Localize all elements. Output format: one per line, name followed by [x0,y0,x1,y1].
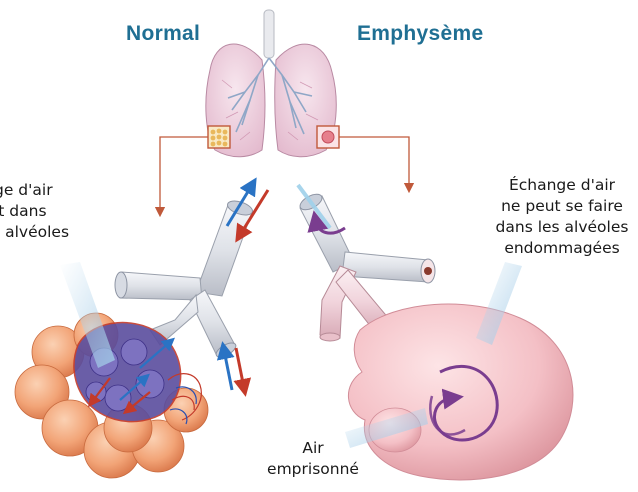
damaged-alveolus [348,304,573,480]
emphysema-exchange-line-2: ne peut se faire [482,196,638,217]
normal-exchange-label: ge d'air ıt dans › alvéoles [0,180,124,243]
trachea [264,10,274,58]
healthy-tissue-detail [211,129,228,147]
lower-airflow-out-arrow [236,348,244,388]
emphysema-exchange-line-4: endommagées [482,238,638,259]
emphysema-exchange-line-1: Échange d'air [482,175,638,196]
lower-airflow-in-arrow [224,350,232,390]
callout-line-emphysema [339,137,409,188]
normal-title: Normal [126,22,200,46]
emphysema-exchange-line-3: dans les alvéoles [482,217,638,238]
callout-line-normal [160,137,208,212]
healthy-alveoli-cluster [15,313,208,478]
normal-exchange-line-3: › alvéoles [0,222,124,243]
trapped-air-label: Air emprisonné [248,438,378,480]
normal-exchange-line-2: ıt dans [0,201,124,222]
damaged-tissue-detail [322,131,334,143]
trapped-air-line-2: emprisonné [248,459,378,480]
lungs-illustration [206,10,339,157]
emphysema-exchange-label: Échange d'air ne peut se faire dans les … [482,175,638,259]
trapped-air-line-1: Air [248,438,378,459]
normal-exchange-line-1: ge d'air [0,180,124,201]
emphysema-title: Emphysème [357,22,483,46]
